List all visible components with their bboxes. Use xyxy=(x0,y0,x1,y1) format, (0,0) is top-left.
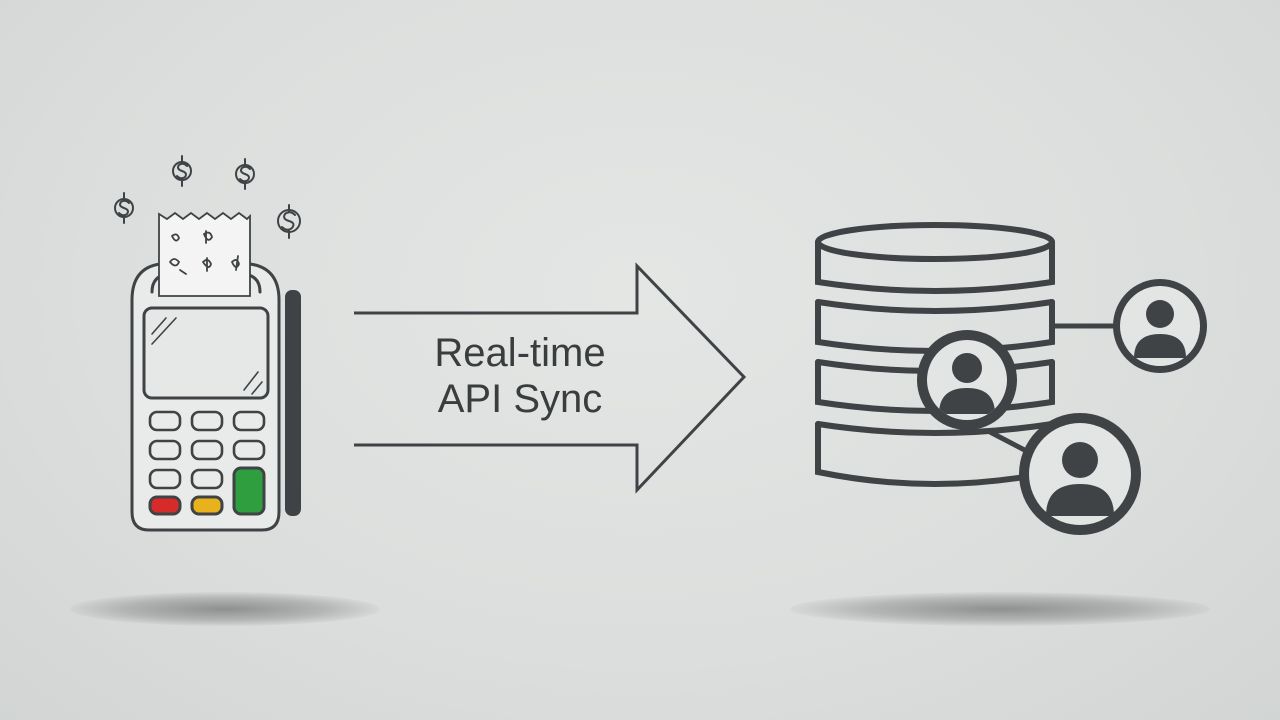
red-key xyxy=(148,495,182,516)
terminal-screen xyxy=(142,306,270,400)
dollar-icon xyxy=(114,192,134,224)
yellow-key xyxy=(190,495,224,516)
screen-glare xyxy=(151,317,177,345)
dollar-icon xyxy=(235,158,255,190)
pos-terminal-icon xyxy=(130,262,301,532)
green-key xyxy=(232,466,266,516)
arrow-label: Real-time API Sync xyxy=(355,330,685,422)
keypad xyxy=(148,410,266,490)
dollar-icon xyxy=(277,204,301,239)
arrow-label-line-1: Real-time xyxy=(434,331,606,375)
terminal-shadow xyxy=(70,592,380,626)
arrow-label-line-2: API Sync xyxy=(437,377,603,421)
dollar-icon xyxy=(172,155,192,187)
user-icon xyxy=(917,330,1017,430)
user-icon xyxy=(1019,413,1141,535)
receipt-icon xyxy=(158,211,251,297)
card-slot xyxy=(285,290,301,516)
database-shadow xyxy=(790,592,1210,626)
user-icon xyxy=(1113,279,1207,373)
sync-arrow xyxy=(354,262,747,494)
